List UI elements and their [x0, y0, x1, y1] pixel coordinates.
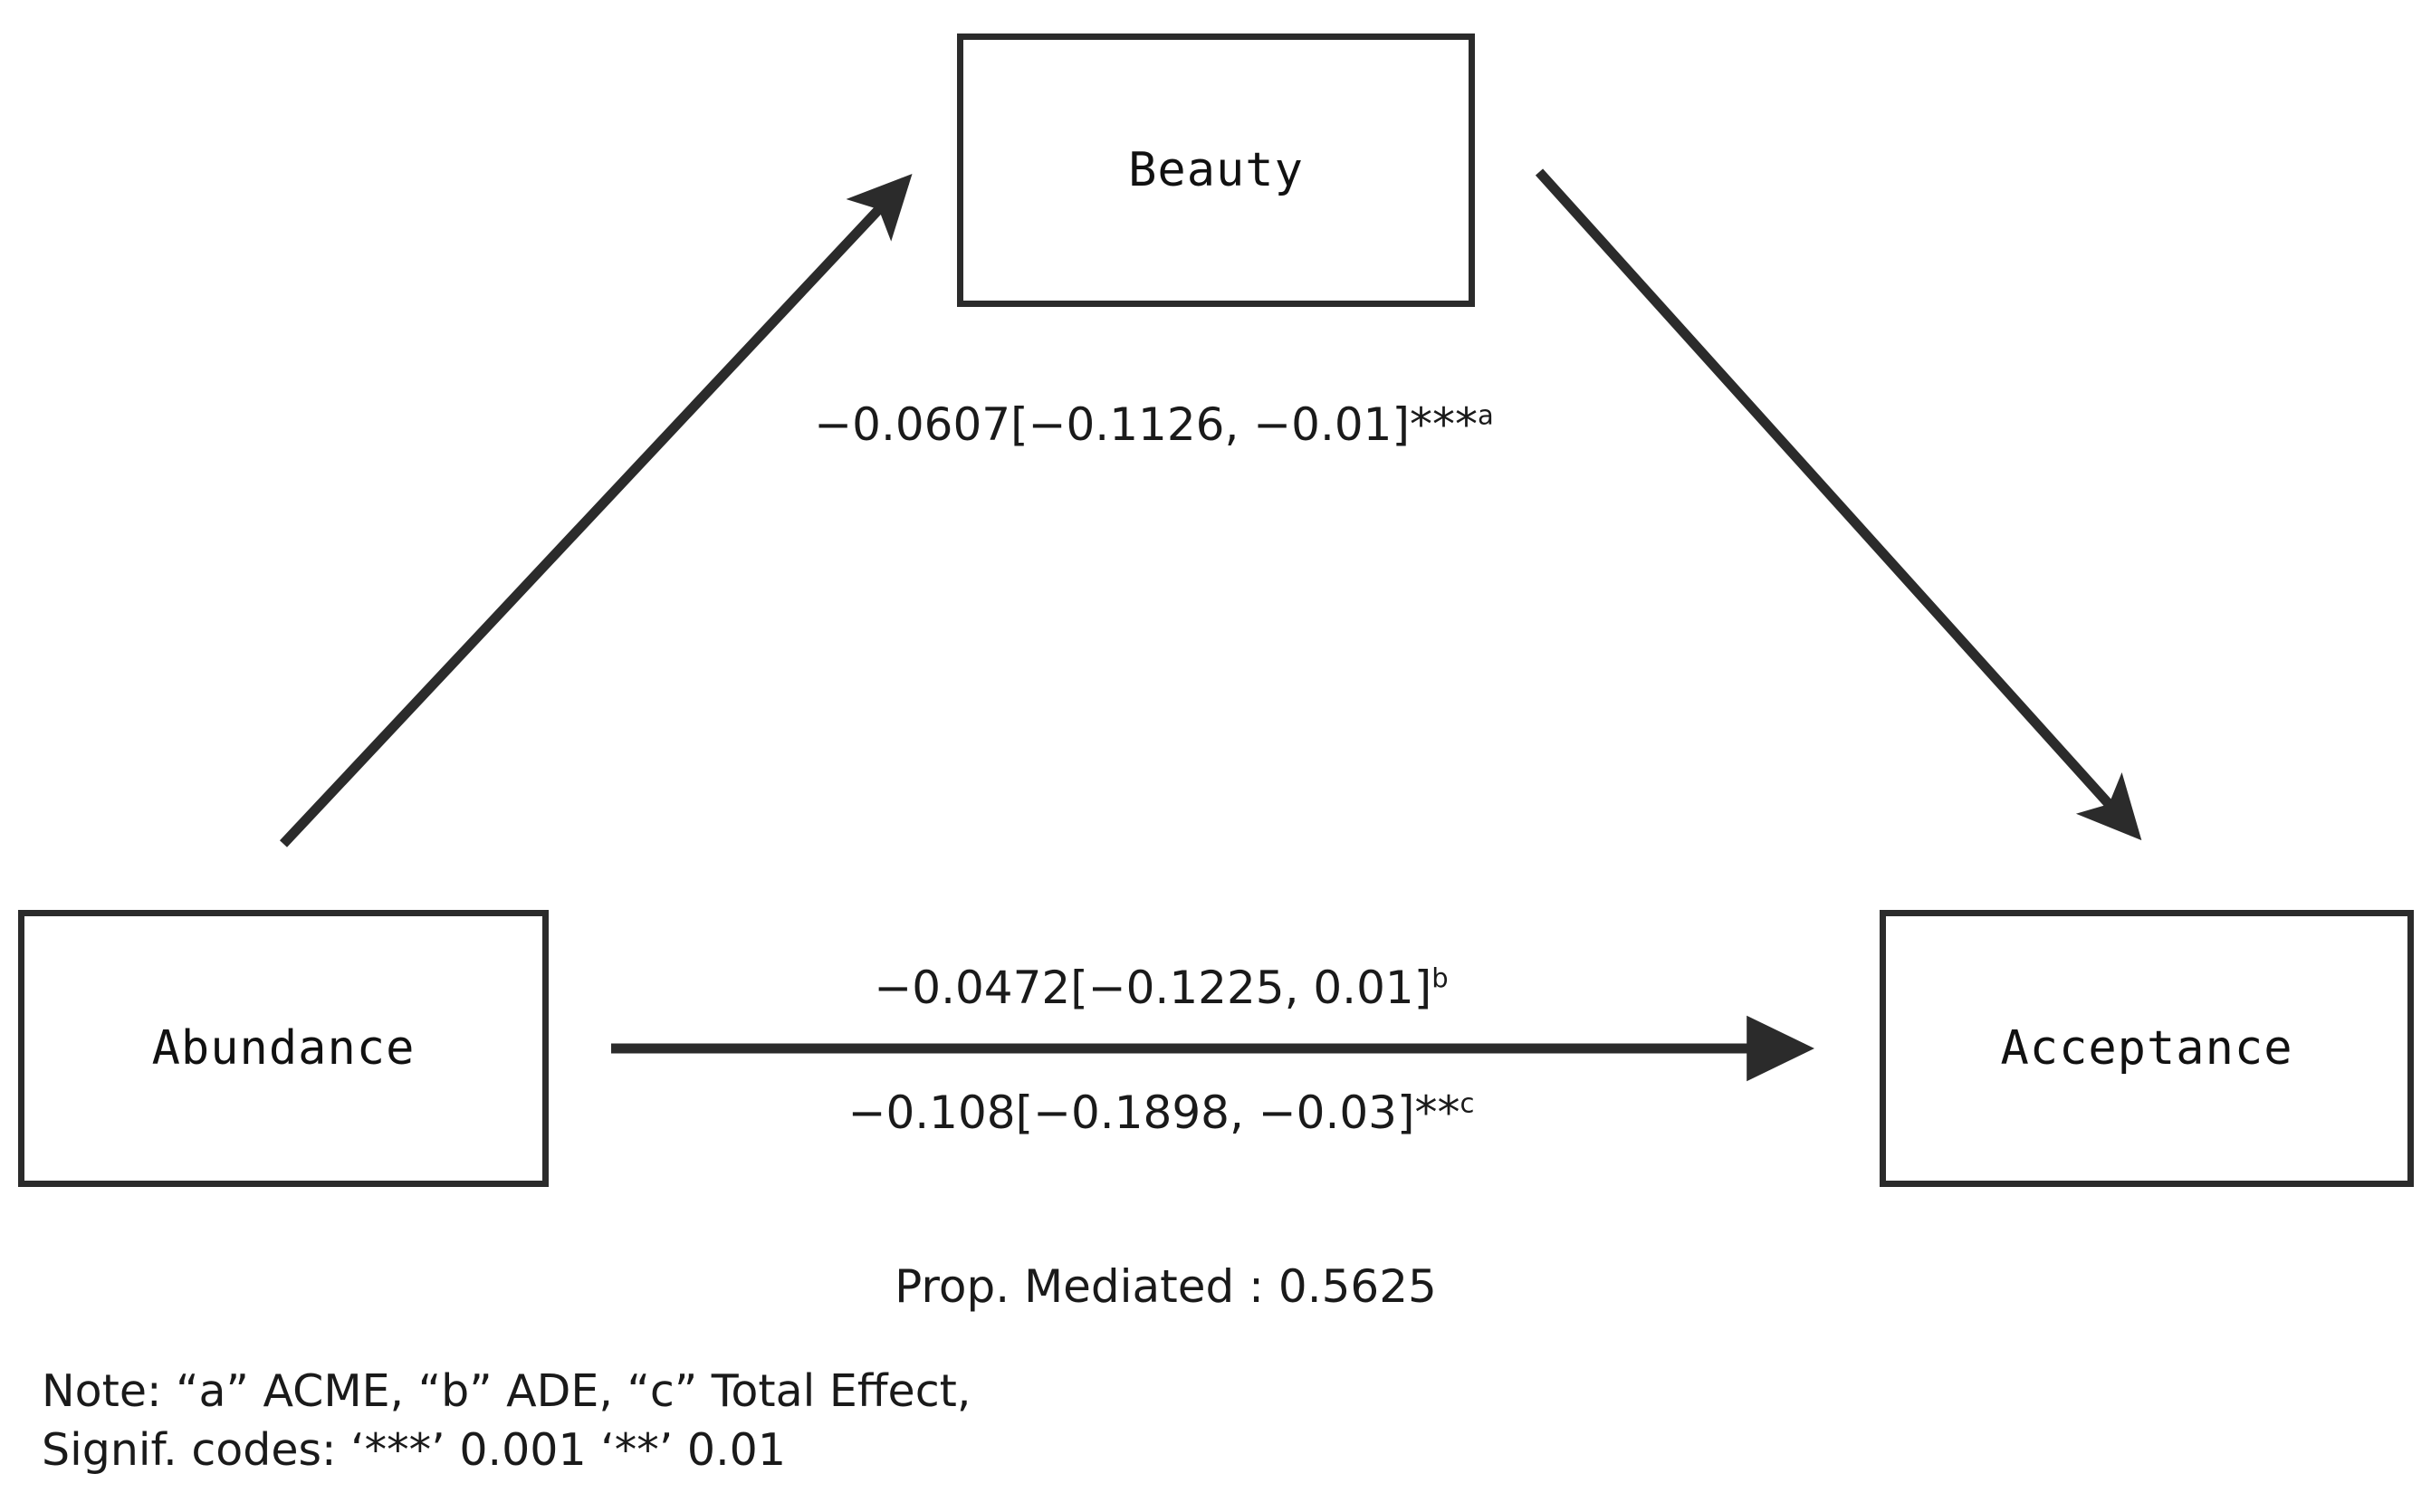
- edge-label-total-effect: −0.108[−0.1898, −0.03]**c: [0, 1086, 2377, 1139]
- node-abundance-label: Abundance: [151, 1021, 416, 1076]
- edge-beauty-to-acceptance: [1535, 168, 2142, 841]
- edge-label-acme-stars: ***: [1409, 398, 1478, 451]
- edge-label-total-stars: **: [1414, 1086, 1460, 1139]
- node-abundance[interactable]: Abundance: [18, 910, 549, 1187]
- prop-mediated-text: Prop. Mediated : 0.5625: [895, 1260, 1437, 1313]
- node-acceptance[interactable]: Acceptance: [1880, 910, 2414, 1187]
- edge-abundance-to-beauty: [279, 173, 913, 847]
- edge-label-total-value: −0.108[−0.1898, −0.03]: [847, 1086, 1415, 1139]
- edge-label-acme: −0.0607[−0.1126, −0.01]***a: [0, 398, 2369, 451]
- footnote: Note: “a” ACME, “b” ADE, “c” Total Effec…: [42, 1363, 971, 1479]
- edge-label-total-marker: c: [1460, 1087, 1475, 1119]
- footnote-line-note: Note: “a” ACME, “b” ADE, “c” Total Effec…: [42, 1365, 971, 1417]
- node-beauty[interactable]: Beauty: [957, 33, 1475, 307]
- edge-label-ade-marker: b: [1431, 962, 1449, 994]
- edge-label-acme-marker: a: [1477, 399, 1494, 431]
- edge-label-ade: −0.0472[−0.1225, 0.01]b: [0, 962, 2377, 1014]
- node-acceptance-label: Acceptance: [2000, 1021, 2293, 1076]
- edge-label-ade-value: −0.0472[−0.1225, 0.01]: [874, 962, 1432, 1014]
- node-beauty-label: Beauty: [1128, 143, 1304, 197]
- footnote-line-signif-codes: Signif. codes: ‘***’ 0.001 ‘**’ 0.01: [42, 1423, 787, 1476]
- edge-label-acme-value: −0.0607[−0.1126, −0.01]: [814, 398, 1410, 451]
